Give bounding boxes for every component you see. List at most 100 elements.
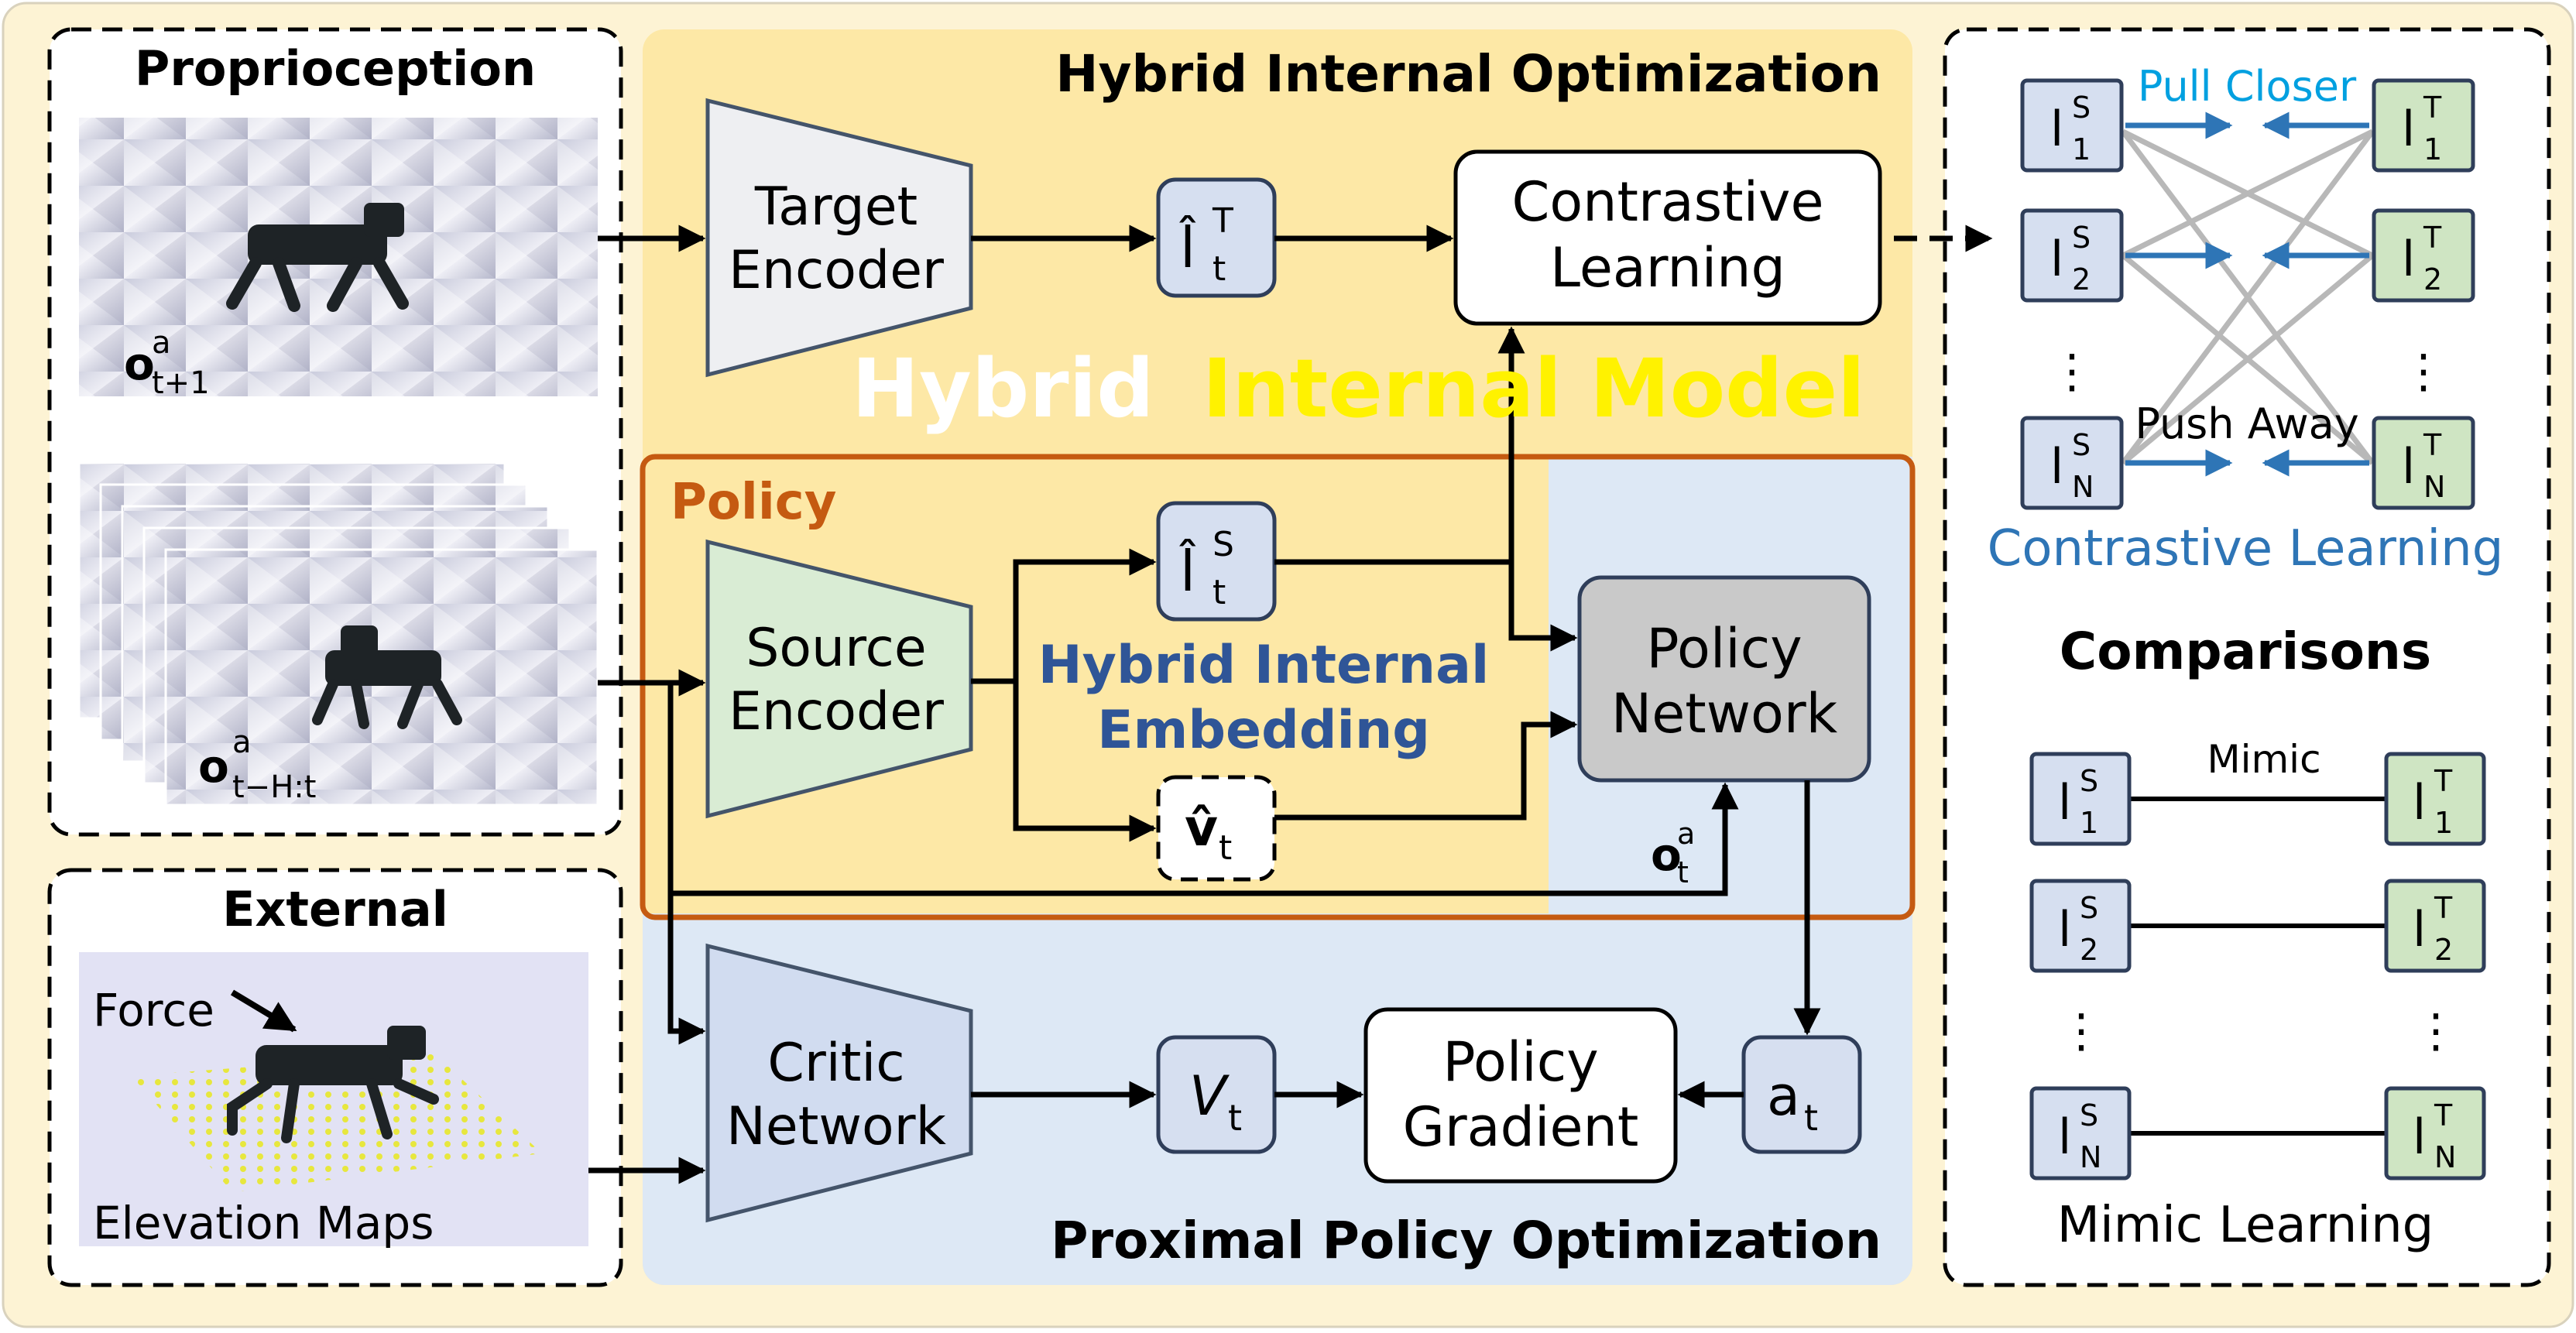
current-obs-label: o a t (1651, 817, 1695, 889)
svg-text:l: l (2058, 1109, 2071, 1165)
svg-text:1: 1 (2434, 806, 2453, 840)
svg-text:l: l (2402, 438, 2415, 495)
svg-text:v̂: v̂ (1185, 798, 1218, 858)
contrastive-source-latent: l S 1 (2020, 78, 2124, 173)
svg-text:l: l (2402, 231, 2415, 287)
svg-text:1: 1 (2423, 132, 2442, 166)
elevation-map-image: Force Elevation Maps (79, 952, 588, 1249)
critic-network-line1: Critic (767, 1033, 904, 1094)
svg-text:2: 2 (2072, 262, 2091, 296)
svg-text:2: 2 (2080, 933, 2098, 967)
mimic-lines (2131, 797, 2385, 1136)
svg-text:t: t (1213, 573, 1226, 612)
svg-text:2: 2 (2434, 933, 2453, 967)
contrastive-target-latent: l T N (2372, 416, 2475, 510)
policy-label: Policy (671, 474, 836, 531)
svg-text:N: N (2080, 1140, 2101, 1174)
svg-text:S: S (2080, 1098, 2098, 1133)
proprioception-title: Proprioception (135, 40, 536, 97)
contrastive-learning-block: Contrastive Learning (1453, 149, 1882, 326)
mimic-source-latent: l S 2 (2029, 879, 2132, 973)
robot-icon (227, 1026, 439, 1143)
policy-box (640, 454, 1916, 920)
hist-obs-sub: t−H:t (232, 769, 316, 805)
pull-closer-label: Pull Closer (2138, 62, 2357, 111)
svg-text:t: t (1804, 1097, 1818, 1139)
policy-gradient-block: Policy Gradient (1363, 1007, 1678, 1184)
svg-text:t: t (1219, 828, 1232, 868)
svg-text:N: N (2434, 1140, 2456, 1174)
target-encoder-line2: Encoder (729, 240, 944, 301)
svg-text:l: l (2050, 438, 2063, 495)
mimic-target-latent: l T 2 (2384, 879, 2486, 973)
critic-network-line2: Network (726, 1096, 947, 1157)
svg-text:Policy: Policy (1442, 1030, 1598, 1094)
svg-text:l: l (2058, 774, 2071, 831)
svg-text:T: T (2423, 428, 2442, 462)
svg-text:t: t (1228, 1097, 1242, 1139)
contrastive-target-latent: l T 1 (2372, 78, 2475, 173)
critic-network: Critic Network (705, 943, 973, 1223)
hist-obs-base: o (198, 740, 229, 793)
action-box: a t (1741, 1035, 1862, 1154)
target-latent-box: l̂ T t (1156, 177, 1277, 298)
policy-network-block: Policy Network (1577, 575, 1871, 783)
force-arrow (230, 989, 297, 1033)
source-latent-box: l̂ S t (1156, 501, 1277, 622)
svg-text:a: a (1677, 817, 1695, 851)
ppo-title: Proximal Policy Optimization (1051, 1211, 1881, 1270)
svg-text:S: S (2072, 91, 2091, 125)
comparisons-title: Comparisons (2060, 622, 2431, 681)
svg-text:2: 2 (2423, 262, 2442, 296)
svg-text:S: S (1213, 525, 1234, 564)
svg-text:V: V (1189, 1064, 1230, 1128)
hybrid-optimization-title: Hybrid Internal Optimization (1055, 44, 1881, 104)
svg-text:a: a (1767, 1064, 1800, 1128)
svg-text:l: l (2402, 101, 2415, 157)
contrastive-source-latent: l S 2 (2020, 208, 2124, 303)
mimic-source-latent: l S 1 (2029, 752, 2132, 846)
svg-text:l: l (2058, 901, 2071, 958)
connection-arrows (588, 224, 1993, 1184)
contrastive-illustration: Pull Closer Push Away l S 1 l S (1988, 62, 2504, 577)
next-obs-sup: a (152, 325, 171, 361)
svg-text:l: l (2050, 101, 2063, 157)
robot-icon (312, 625, 462, 729)
mimic-label: Mimic (2207, 737, 2320, 782)
svg-text:T: T (2434, 891, 2453, 925)
svg-text:l̂: l̂ (1179, 215, 1196, 280)
svg-text:S: S (2080, 891, 2098, 925)
embedding-label-line2: Embedding (1097, 700, 1430, 761)
next-obs-sub: t+1 (152, 365, 210, 401)
svg-text:o: o (1651, 828, 1682, 881)
svg-text:l̂: l̂ (1179, 539, 1196, 604)
svg-text:l: l (2413, 901, 2426, 958)
svg-text:Gradient: Gradient (1403, 1095, 1639, 1159)
svg-text:1: 1 (2072, 132, 2091, 166)
robot-icon (226, 203, 409, 312)
contrastive-target-latent: l T 2 (2372, 208, 2475, 303)
svg-text:T: T (1212, 201, 1233, 241)
source-encoder-line1: Source (746, 618, 927, 679)
svg-text:N: N (2072, 470, 2094, 504)
svg-text:S: S (2072, 221, 2091, 255)
svg-text:N: N (2423, 470, 2445, 504)
svg-text:Contrastive: Contrastive (1511, 170, 1823, 234)
svg-text:Learning: Learning (1550, 236, 1785, 300)
svg-text:t: t (1213, 249, 1226, 289)
svg-text:l: l (2413, 1109, 2426, 1165)
vertical-ellipsis: ⋮ (2413, 1004, 2459, 1058)
svg-text:S: S (2080, 764, 2098, 798)
svg-text:Policy: Policy (1646, 617, 1802, 680)
contrastive-caption: Contrastive Learning (1988, 520, 2504, 577)
mimic-source-latent: l S N (2029, 1086, 2132, 1181)
svg-text:Network: Network (1611, 682, 1838, 745)
svg-text:S: S (2072, 428, 2091, 462)
source-encoder-line2: Encoder (729, 681, 944, 742)
source-encoder: Source Encoder (705, 539, 973, 819)
mimic-illustration: Mimic l S 1 l S 2 ⋮ l S N l T (2029, 737, 2486, 1254)
svg-text:T: T (2423, 221, 2442, 255)
vertical-ellipsis: ⋮ (2049, 344, 2095, 399)
target-encoder-line1: Target (754, 176, 918, 238)
